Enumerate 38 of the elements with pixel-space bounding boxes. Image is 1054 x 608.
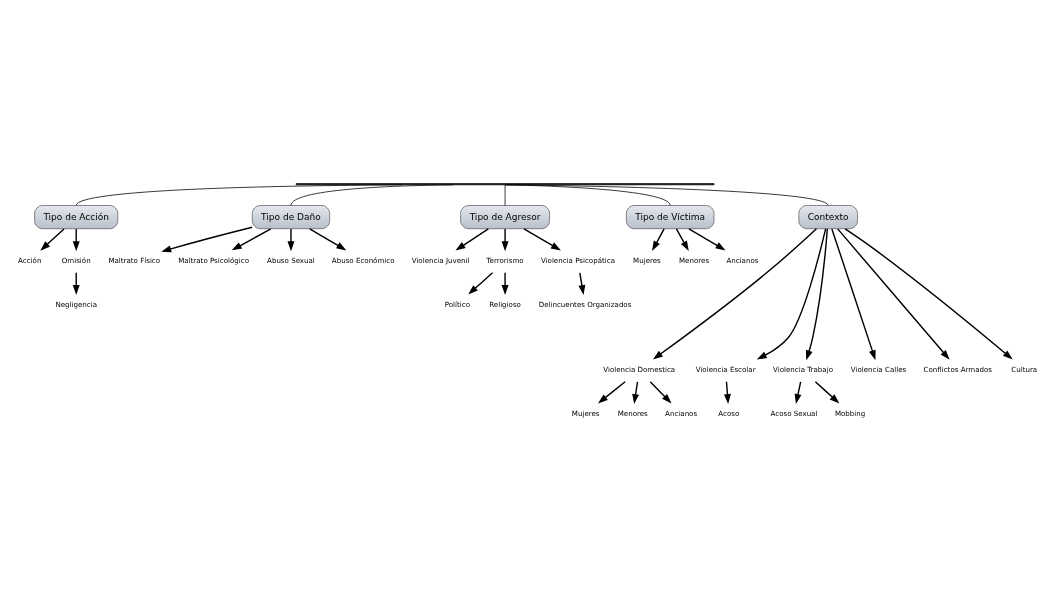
node-box: Tipo de Víctima <box>626 204 715 229</box>
arrow <box>501 271 509 295</box>
arrow <box>72 271 80 295</box>
node-box: Tipo de Acción <box>34 204 119 229</box>
arrow <box>287 227 295 251</box>
connector <box>504 184 829 206</box>
arrow <box>161 226 253 252</box>
node-box: Tipo de Agresor <box>460 204 550 229</box>
arrow <box>501 227 509 251</box>
arrow <box>805 227 829 360</box>
arrow <box>837 227 950 360</box>
arrow <box>231 227 272 250</box>
arrow <box>309 227 347 250</box>
arrow <box>455 227 489 250</box>
arrow <box>597 380 626 403</box>
node-box: Tipo de Daño <box>251 204 330 229</box>
node-bar <box>295 182 715 185</box>
arrow <box>688 227 726 250</box>
connector <box>290 184 454 206</box>
arrow <box>523 227 561 250</box>
arrow <box>723 380 731 404</box>
arrow <box>831 227 876 360</box>
arrow <box>814 380 840 403</box>
arrow <box>652 227 818 359</box>
arrow <box>468 271 494 294</box>
arrow <box>756 227 827 359</box>
arrow <box>40 227 65 251</box>
arrow <box>72 227 80 251</box>
connector <box>504 184 506 206</box>
arrow <box>794 380 802 404</box>
arrow <box>632 380 640 404</box>
connector <box>504 184 671 206</box>
node-box: Contexto <box>798 204 858 229</box>
connector <box>75 184 403 206</box>
arrow <box>844 227 1013 360</box>
arrow <box>652 227 665 251</box>
arrow <box>675 227 689 251</box>
arrow <box>649 380 672 403</box>
